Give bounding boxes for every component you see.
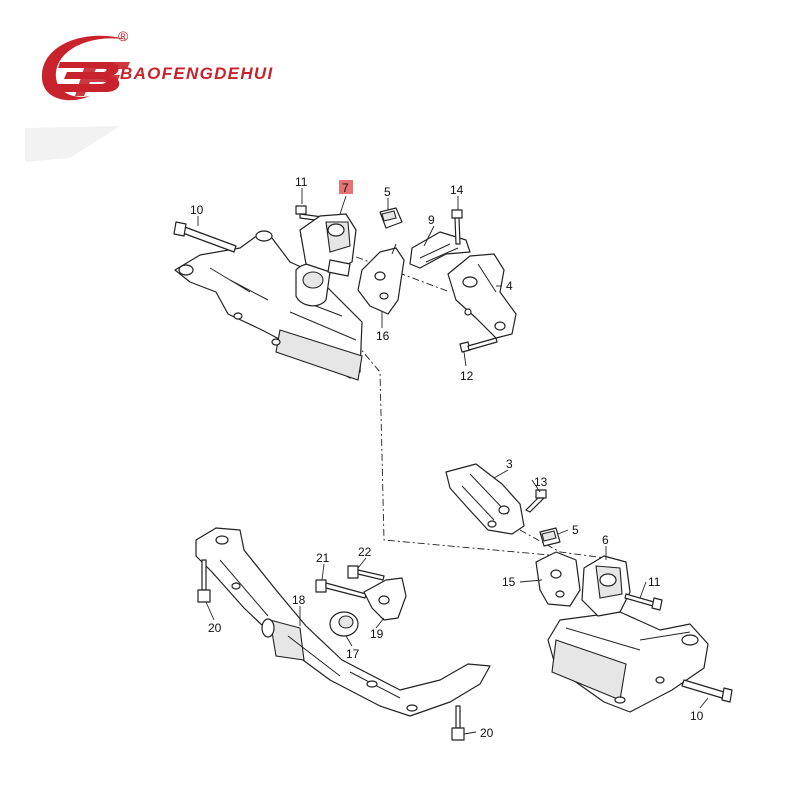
registered-mark: ®: [118, 28, 129, 44]
lower-right-subframe: [547, 611, 709, 713]
bracket-16: [357, 243, 405, 315]
bracket-15: [535, 551, 581, 607]
brand-logo: [41, 35, 130, 101]
callout-11: 11: [648, 575, 661, 589]
callout-14: 14: [450, 183, 464, 197]
callout-4: 4: [506, 279, 513, 293]
callout-17: 17: [346, 647, 360, 661]
callout-21: 21: [316, 551, 330, 565]
damper-5-lower: [539, 527, 561, 547]
mount-bracket-4: [447, 253, 517, 339]
bolt-10-upper: [173, 221, 237, 253]
upper-left-subframe: [174, 230, 363, 381]
bolt-20-left: [197, 559, 211, 603]
callout-18: 18: [292, 593, 306, 607]
bolt-20-right: [451, 705, 465, 741]
transmission-mount-3: [445, 463, 525, 535]
connector-line: [519, 529, 621, 561]
damper-5-upper: [379, 207, 403, 229]
callout-5: 5: [384, 185, 391, 199]
callout-10: 10: [690, 709, 704, 723]
engine-mount-7: [299, 213, 357, 277]
bolt-22: [347, 565, 385, 581]
logo-swoosh: [41, 35, 128, 101]
callout-20: 20: [480, 726, 494, 740]
callout-9: 9: [428, 213, 435, 227]
callout-19: 19: [370, 627, 384, 641]
callout-16: 16: [376, 329, 390, 343]
brand-name: BAOFENGDEHUI: [120, 64, 274, 83]
callout-5: 5: [572, 523, 579, 537]
callout-22: 22: [358, 545, 372, 559]
engine-mount-6: [581, 555, 631, 617]
crossmember-18: [195, 527, 491, 717]
callout-20: 20: [208, 621, 222, 635]
callout-10: 10: [190, 203, 204, 217]
bolt-21: [315, 579, 367, 599]
callout-12: 12: [460, 369, 474, 383]
bushing-17: [329, 611, 359, 637]
bolt-12: [459, 337, 498, 353]
heat-shield-9: [409, 231, 471, 269]
callout-6: 6: [602, 533, 609, 547]
bolt-14: [451, 209, 463, 245]
callout-13: 13: [534, 475, 548, 489]
bolt-13: [525, 489, 547, 513]
bracket-19: [363, 577, 407, 621]
callout-11: 11: [295, 175, 308, 189]
callout-7: 7: [342, 181, 349, 195]
bolt-10-lower: [681, 679, 733, 703]
highlight-box: [339, 180, 353, 194]
logo-letter-f: [75, 62, 130, 96]
callout-15: 15: [502, 575, 516, 589]
bolt-11-lower: [624, 593, 663, 611]
callout-3: 3: [506, 457, 513, 471]
connector-line: [335, 319, 561, 557]
